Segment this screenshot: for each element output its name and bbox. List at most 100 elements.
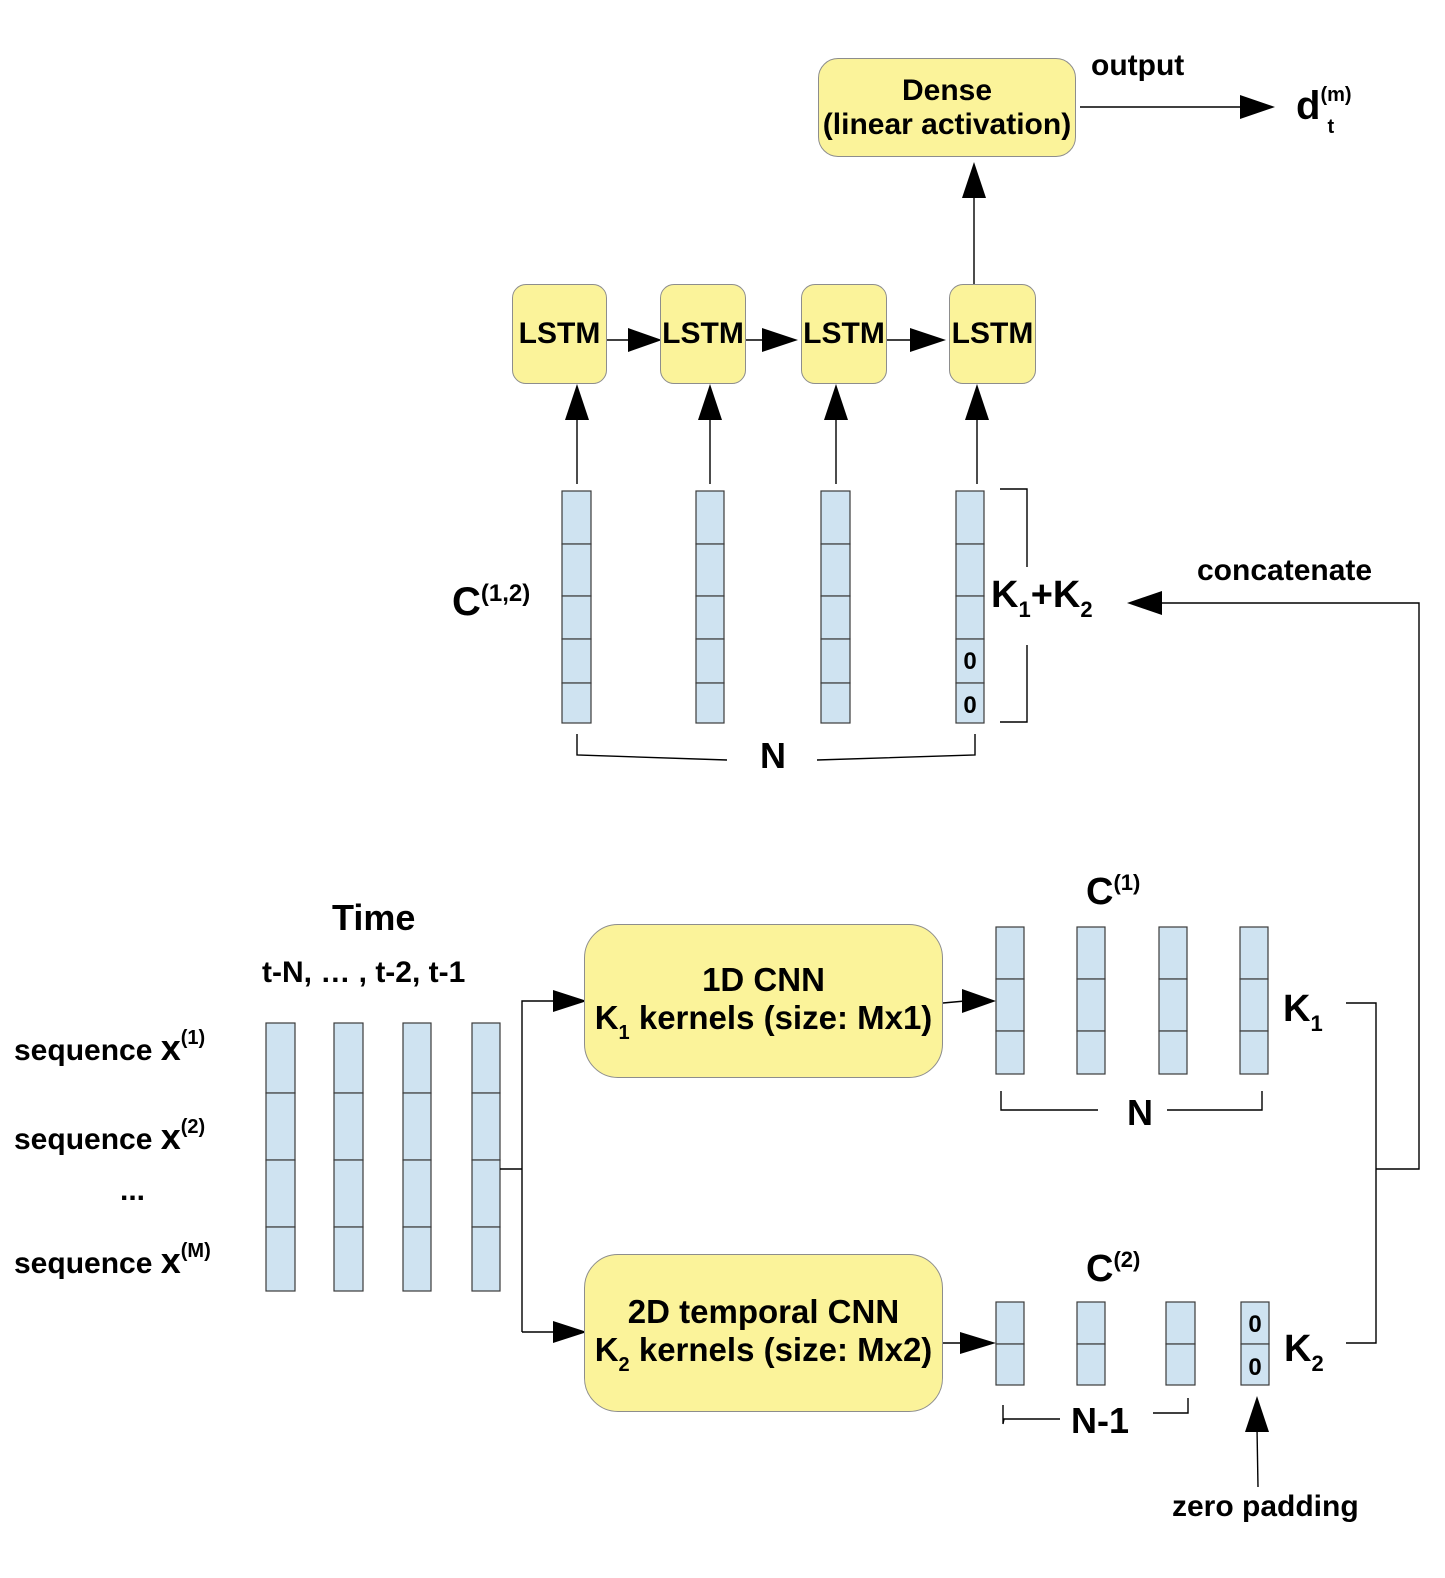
c1-matrix-label: C(1) [1086,870,1141,913]
concat-matrix-sup: (1,2) [480,580,531,607]
zero-padding-label: zero padding [1172,1490,1359,1523]
sequence-word: sequence [14,1247,161,1280]
concat-column [820,490,851,724]
time-steps-label: t-N, … , t-2, t-1 [262,956,466,989]
cnn-1d-kernels: K1 kernels (size: Mx1) [594,998,933,1044]
concat-matrix-main: C [452,580,481,624]
cnn-2d-title: 2D temporal CNN [627,1292,900,1330]
output-symbol-main: d [1296,84,1321,128]
k1k2-label: K1+K2 [991,574,1093,621]
c2-k: K [1284,1328,1312,1370]
cnn-1d-k-sub: 1 [618,1021,630,1044]
concatenate-label: concatenate [1197,554,1373,587]
c2-n-minus-1-label: N-1 [1071,1400,1130,1441]
concat-n-label: N [760,735,786,776]
sequence-sup: (2) [180,1116,206,1138]
sequence-sup: (1) [180,1027,206,1049]
dense-title: Dense [901,73,993,107]
sequence-x: x [160,1116,181,1157]
output-symbol-sup: (m) [1320,84,1352,106]
c2-matrix-label: C(2) [1086,1247,1141,1290]
input-column [471,1022,501,1292]
output-symbol-sub: t [1327,116,1335,138]
c1-column [1158,926,1188,1075]
cnn-2d-block: 2D temporal CNN K2 kernels (size: Mx2) [584,1254,943,1412]
lstm-label: LSTM [951,317,1034,350]
cnn-1d-k: K [594,998,619,1036]
zero-pad-cell-label: 0 [1248,1311,1262,1338]
input-column [333,1022,364,1292]
c1-n-label: N [1127,1092,1153,1133]
concat-matrix-label: C(1,2) [452,580,531,624]
cnn-2d-kernels: K2 kernels (size: Mx2) [594,1330,933,1376]
k1k2-bracket [1000,488,1028,723]
lstm-cell: LSTM [660,284,746,384]
concat-column [695,490,725,724]
input-column [265,1022,296,1292]
lstm-chain-arrow [887,328,946,352]
output-arrow [1080,95,1275,119]
c2-k-sub: 2 [1311,1351,1324,1376]
dense-activation: (linear activation) [822,107,1072,141]
sequence-word: sequence [14,1123,161,1156]
time-label: Time [332,897,416,938]
input-fork-arrows [500,990,587,1343]
lstm-cell: LSTM [512,284,607,384]
zero-pad-cell-label: 0 [963,692,977,719]
sequence-ellipsis: ... [120,1174,146,1207]
c1-sup: (1) [1113,870,1141,895]
n-bracket-top [576,734,976,761]
zero-pad-cell-label: 0 [1248,1354,1262,1381]
cnn-1d-title: 1D CNN [702,960,825,998]
cnn-1d-block: 1D CNN K1 kernels (size: Mx1) [584,924,943,1078]
c2-column-padded [1240,1301,1270,1386]
lstm-cell: LSTM [949,284,1036,384]
c2-k-label: K2 [1284,1328,1324,1375]
lstm-chain-arrow [746,328,798,352]
k1k2-k: K [991,574,1019,616]
lstm-label: LSTM [518,317,601,350]
cnn-2d-kernels-text: kernels (size: Mx2) [629,1330,933,1368]
k1k2-sub2: 2 [1080,597,1093,622]
cnn-2d-k: K [594,1330,619,1368]
n-bracket-c1 [1000,1091,1263,1111]
dense-layer: Dense (linear activation) [818,58,1076,157]
c2-sup: (2) [1113,1247,1141,1272]
c1-column [1239,926,1269,1075]
column-to-lstm-arrow [698,384,722,484]
c2-column [995,1301,1025,1386]
c1-main: C [1086,871,1114,913]
output-symbol: d(m) t [1296,84,1352,137]
sequence-label-1: sequence x(1) [14,1027,206,1068]
c2-main: C [1086,1248,1114,1290]
concat-column-padded [955,490,985,724]
c1-column [995,926,1025,1075]
k1k2-plus: +K [1030,574,1081,616]
lstm-label: LSTM [803,317,885,350]
concatenate-arrow [1127,591,1420,1170]
sequence-label-2: sequence x(2) [14,1116,206,1157]
sequence-label-m: sequence x(M) [14,1240,211,1281]
cnn1-output-arrow [942,989,996,1013]
input-column [402,1022,432,1292]
k-join-lines [1346,1002,1377,1344]
sequence-sup: (M) [180,1240,211,1262]
cnn-2d-k-sub: 2 [618,1353,630,1376]
lstm-cell: LSTM [801,284,887,384]
c1-k: K [1283,988,1311,1030]
sequence-x: x [160,1027,181,1068]
column-to-lstm-arrow [824,384,848,484]
concat-column [561,490,592,724]
c1-k-sub: 1 [1310,1011,1323,1036]
cnn-1d-kernels-text: kernels (size: Mx1) [629,998,933,1036]
sequence-x: x [160,1240,181,1281]
n-minus-1-bracket [1002,1398,1189,1425]
sequence-word: sequence [14,1034,161,1067]
k1k2-sub1: 1 [1018,597,1031,622]
zero-pad-cell-label: 0 [963,648,977,675]
column-to-lstm-arrow [965,384,989,484]
lstm-chain-arrow [607,328,662,352]
output-label: output [1091,49,1185,82]
